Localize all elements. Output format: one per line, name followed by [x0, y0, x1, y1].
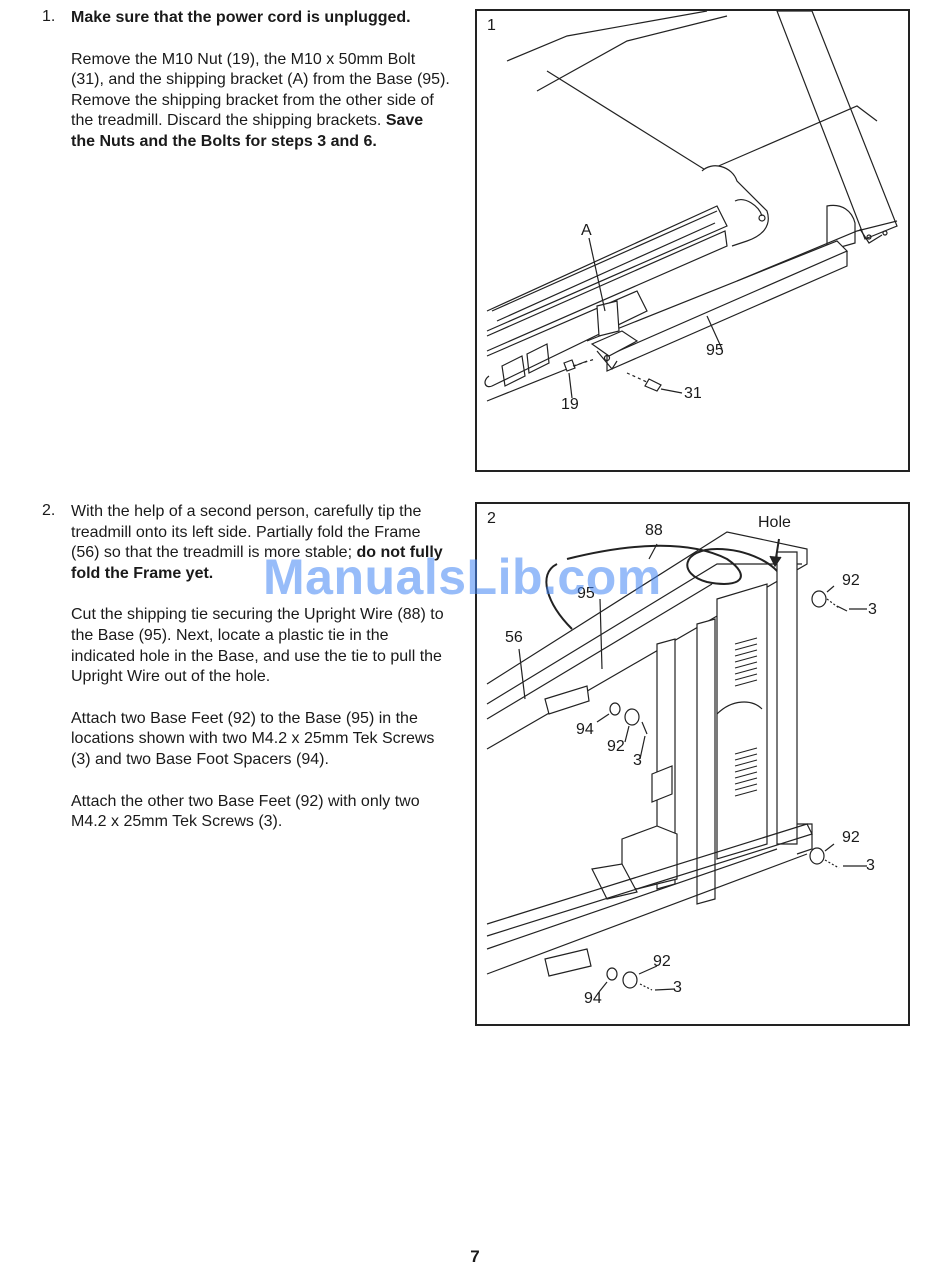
label-foot-92-lower-right: 92: [842, 829, 860, 846]
page-number: 7: [470, 1247, 480, 1266]
label-foot-92-mid: 92: [607, 738, 625, 755]
step-1-heading: Make sure that the power cord is unplugg…: [71, 9, 411, 26]
label-shipping-bracket-a: A: [581, 222, 592, 239]
figure-1-drawing: [484, 11, 898, 402]
step-1-body: Remove the M10 Nut (19), the M10 x 50mm …: [71, 50, 450, 130]
label-screw-3-bottom: 3: [673, 979, 682, 996]
label-hole: Hole: [758, 514, 791, 531]
step-2-para-1: With the help of a second person, carefu…: [71, 503, 422, 562]
figure-1: 1: [475, 9, 910, 472]
label-spacer-94-bottom: 94: [584, 990, 602, 1007]
label-spacer-94-mid: 94: [576, 721, 594, 738]
step-2-para-1-bold: do not fully fold the Frame yet.: [71, 544, 443, 582]
step-1-text: Make sure that the power cord is unplugg…: [71, 8, 451, 174]
figure-1-number: 1: [487, 17, 496, 34]
label-base-95: 95: [706, 342, 724, 359]
label-frame-56: 56: [505, 629, 523, 646]
label-foot-92-bottom: 92: [653, 953, 671, 970]
figure-2-number: 2: [487, 510, 496, 527]
label-screw-3-lower-right: 3: [866, 857, 875, 874]
step-1-number: 1.: [42, 8, 56, 25]
watermark: ManualsLib.com: [263, 549, 662, 605]
label-screw-3-mid: 3: [633, 752, 642, 769]
label-upright-wire-88: 88: [645, 522, 663, 539]
label-nut-19: 19: [561, 396, 579, 413]
figure-2-drawing: [486, 531, 867, 993]
label-bolt-31: 31: [684, 385, 702, 402]
label-foot-92-top-right: 92: [842, 572, 860, 589]
step-2-para-4: Attach the other two Base Feet (92) with…: [71, 792, 420, 831]
step-2-para-2: Cut the shipping tie securing the Uprigh…: [71, 606, 444, 686]
step-1-bold-note: Save the Nuts and the Bolts for steps 3 …: [71, 112, 424, 150]
figure-2: 2: [475, 502, 910, 1026]
label-base-95: 95: [577, 585, 595, 602]
label-screw-3-top-right: 3: [868, 601, 877, 618]
step-2-para-3: Attach two Base Feet (92) to the Base (9…: [71, 709, 435, 768]
step-2-number: 2.: [42, 502, 56, 519]
step-2-text: With the help of a second person, carefu…: [71, 502, 451, 854]
